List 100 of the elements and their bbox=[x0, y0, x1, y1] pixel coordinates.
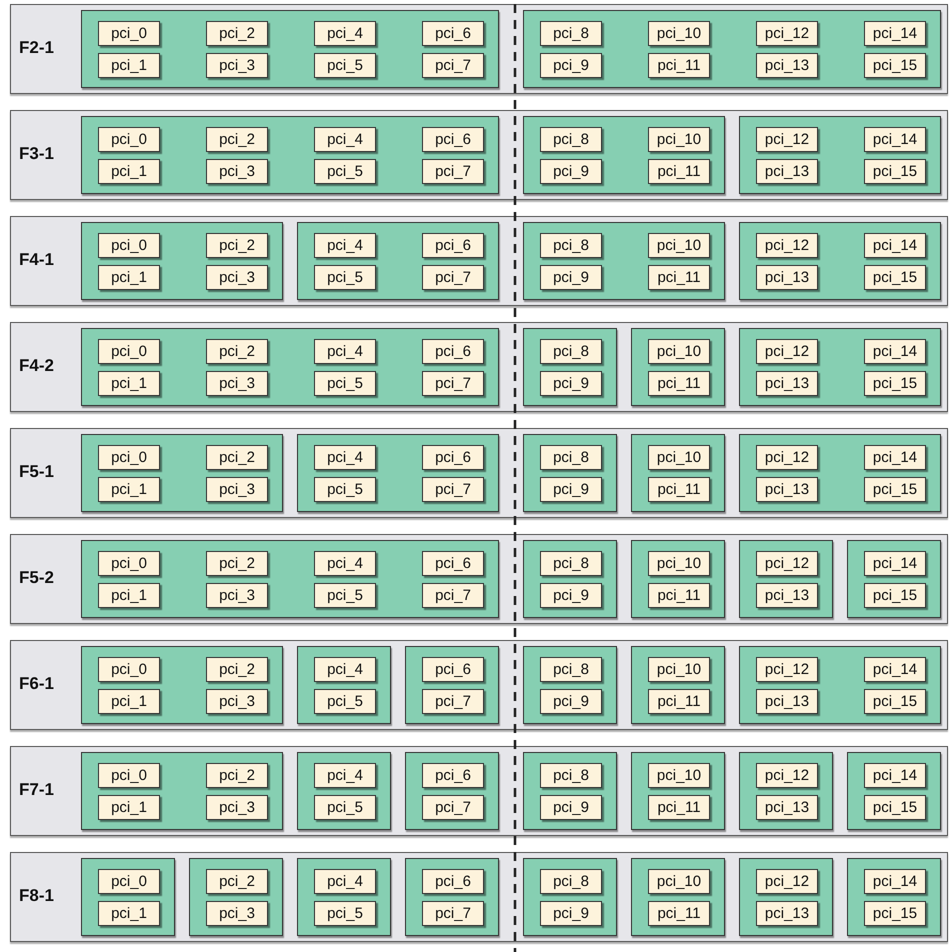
pci-box: pci_5 bbox=[314, 265, 376, 290]
pci-box: pci_15 bbox=[864, 265, 926, 290]
pci-box: pci_2 bbox=[206, 445, 268, 470]
group-box bbox=[81, 10, 499, 88]
pci-box: pci_7 bbox=[422, 265, 484, 290]
pci-box: pci_7 bbox=[422, 159, 484, 184]
pci-box: pci_2 bbox=[206, 233, 268, 258]
group-box bbox=[81, 116, 499, 194]
pci-box: pci_6 bbox=[422, 339, 484, 364]
pci-box: pci_10 bbox=[648, 21, 710, 46]
pci-box: pci_8 bbox=[540, 551, 602, 576]
pci-box: pci_7 bbox=[422, 689, 484, 714]
pci-box: pci_9 bbox=[540, 689, 602, 714]
pci-box: pci_6 bbox=[422, 21, 484, 46]
pci-box: pci_14 bbox=[864, 551, 926, 576]
group-box bbox=[297, 752, 391, 830]
row-label: F3-1 bbox=[19, 145, 54, 162]
row-label: F8-1 bbox=[19, 887, 54, 904]
pci-box: pci_14 bbox=[864, 445, 926, 470]
pci-box: pci_13 bbox=[756, 159, 818, 184]
pci-box: pci_0 bbox=[98, 233, 160, 258]
pci-box: pci_1 bbox=[98, 689, 160, 714]
group-box bbox=[523, 222, 725, 300]
pci-box: pci_8 bbox=[540, 127, 602, 152]
pci-box: pci_15 bbox=[864, 53, 926, 78]
group-box bbox=[523, 858, 617, 936]
pci-box: pci_11 bbox=[648, 265, 710, 290]
group-box bbox=[739, 222, 941, 300]
pci-box: pci_12 bbox=[756, 551, 818, 576]
pci-box: pci_4 bbox=[314, 869, 376, 894]
group-box bbox=[739, 858, 833, 936]
pci-box: pci_1 bbox=[98, 583, 160, 608]
group-box bbox=[739, 328, 941, 406]
pci-box: pci_1 bbox=[98, 901, 160, 926]
pci-box: pci_13 bbox=[756, 477, 818, 502]
group-box bbox=[189, 858, 283, 936]
pci-box: pci_12 bbox=[756, 21, 818, 46]
pci-box: pci_11 bbox=[648, 159, 710, 184]
pci-box: pci_15 bbox=[864, 689, 926, 714]
group-box bbox=[297, 858, 391, 936]
pci-box: pci_11 bbox=[648, 901, 710, 926]
pci-box: pci_4 bbox=[314, 445, 376, 470]
pci-box: pci_11 bbox=[648, 795, 710, 820]
pci-box: pci_2 bbox=[206, 657, 268, 682]
pci-box: pci_5 bbox=[314, 583, 376, 608]
row-band bbox=[10, 428, 948, 518]
group-box bbox=[739, 116, 941, 194]
pci-box: pci_2 bbox=[206, 339, 268, 364]
pci-box: pci_14 bbox=[864, 869, 926, 894]
pci-box: pci_1 bbox=[98, 795, 160, 820]
row-band bbox=[10, 322, 948, 412]
pci-box: pci_0 bbox=[98, 657, 160, 682]
group-box bbox=[81, 222, 283, 300]
group-box bbox=[297, 646, 391, 724]
pci-box: pci_1 bbox=[98, 265, 160, 290]
group-box bbox=[405, 752, 499, 830]
pci-box: pci_12 bbox=[756, 127, 818, 152]
pci-box: pci_10 bbox=[648, 763, 710, 788]
row-band bbox=[10, 534, 948, 624]
pci-box: pci_13 bbox=[756, 583, 818, 608]
pci-box: pci_4 bbox=[314, 551, 376, 576]
pci-box: pci_12 bbox=[756, 445, 818, 470]
pci-box: pci_8 bbox=[540, 445, 602, 470]
pci-box: pci_8 bbox=[540, 339, 602, 364]
row-label: F2-1 bbox=[19, 39, 54, 56]
row-label: F7-1 bbox=[19, 781, 54, 798]
pci-box: pci_5 bbox=[314, 477, 376, 502]
group-box bbox=[631, 646, 725, 724]
pci-box: pci_10 bbox=[648, 869, 710, 894]
pci-box: pci_10 bbox=[648, 445, 710, 470]
row-band bbox=[10, 110, 948, 200]
pci-box: pci_6 bbox=[422, 233, 484, 258]
pci-box: pci_11 bbox=[648, 583, 710, 608]
pci-box: pci_13 bbox=[756, 53, 818, 78]
pci-box: pci_14 bbox=[864, 657, 926, 682]
pci-box: pci_8 bbox=[540, 233, 602, 258]
pci-box: pci_12 bbox=[756, 763, 818, 788]
pci-box: pci_7 bbox=[422, 583, 484, 608]
group-box bbox=[739, 434, 941, 512]
pci-box: pci_10 bbox=[648, 551, 710, 576]
group-box bbox=[297, 222, 499, 300]
pci-box: pci_8 bbox=[540, 763, 602, 788]
group-box bbox=[81, 434, 283, 512]
pci-box: pci_3 bbox=[206, 53, 268, 78]
pci-box: pci_12 bbox=[756, 869, 818, 894]
pci-box: pci_11 bbox=[648, 371, 710, 396]
pci-box: pci_2 bbox=[206, 21, 268, 46]
pci-box: pci_1 bbox=[98, 53, 160, 78]
pci-box: pci_2 bbox=[206, 551, 268, 576]
group-box bbox=[81, 752, 283, 830]
pci-box: pci_3 bbox=[206, 689, 268, 714]
pci-box: pci_14 bbox=[864, 339, 926, 364]
pci-box: pci_3 bbox=[206, 265, 268, 290]
pci-box: pci_3 bbox=[206, 159, 268, 184]
pci-box: pci_0 bbox=[98, 445, 160, 470]
pci-box: pci_13 bbox=[756, 901, 818, 926]
pci-box: pci_8 bbox=[540, 21, 602, 46]
pci-box: pci_5 bbox=[314, 371, 376, 396]
pci-box: pci_10 bbox=[648, 233, 710, 258]
group-box bbox=[81, 858, 175, 936]
